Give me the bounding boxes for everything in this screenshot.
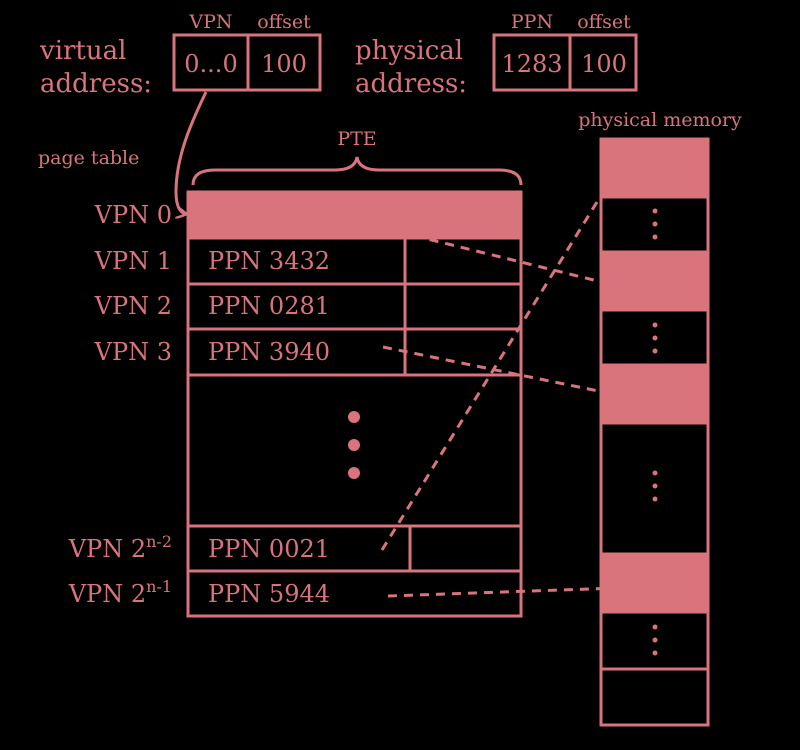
ppn-value: PPN 3940	[208, 338, 330, 366]
vpn-label-exponent: n-2	[146, 532, 172, 551]
virtual-offset-header: offset	[257, 11, 311, 33]
pte-row-0-highlight	[186, 190, 523, 240]
page-table-frame	[186, 190, 523, 618]
page-table-title: page table	[38, 147, 139, 169]
physical-memory-title: physical memory	[578, 109, 742, 131]
vpn-label: VPN 1	[94, 247, 172, 275]
ellipsis-dot	[348, 439, 360, 451]
ppn-value: PPN 0021	[208, 535, 330, 563]
physical-ppn-header: PPN	[511, 11, 553, 33]
memory-ellipsis	[652, 470, 658, 502]
ellipsis-dot	[348, 467, 360, 479]
pte-label: PTE	[337, 128, 376, 150]
vpn-label-exponent: n-1	[146, 577, 172, 596]
virtual-address-label-line2: address:	[40, 69, 152, 99]
pte-brace	[191, 156, 523, 186]
vpn-label: VPN 3	[94, 338, 172, 366]
virtual-offset-field	[246, 33, 322, 92]
virtual-offset-value: 100	[261, 50, 307, 78]
ellipsis-dot	[348, 411, 360, 423]
physical-address-label-line1: physical	[355, 36, 463, 66]
memory-ellipsis	[652, 208, 658, 240]
physical-offset-header: offset	[577, 11, 631, 33]
physical-offset-value: 100	[581, 50, 627, 78]
virtual-vpn-header: VPN	[188, 11, 232, 33]
vpn-label-base: VPN 2	[68, 535, 146, 563]
memory-frame-highlight	[599, 250, 710, 312]
memory-ellipsis	[652, 624, 658, 656]
physical-ppn-value: 1283	[501, 50, 562, 78]
ppn-value: PPN 0281	[208, 292, 330, 320]
ppn-value: PPN 3432	[208, 247, 330, 275]
vpn-label: VPN 2n-1	[68, 577, 172, 608]
vpn-label: VPN 2	[94, 292, 172, 320]
mapping-arrow	[387, 588, 618, 598]
vpn-label: VPN 0	[94, 201, 172, 229]
physical-memory-frame	[599, 137, 710, 727]
mapping-arrow	[382, 226, 618, 286]
vpn-label: VPN 2n-2	[68, 532, 172, 563]
memory-frame-highlight	[599, 363, 710, 425]
virtual-vpn-value: 0...0	[184, 50, 237, 78]
ppn-value: PPN 5944	[208, 580, 330, 608]
vpn-label-base: VPN 2	[68, 580, 146, 608]
physical-address-label-line2: address:	[355, 69, 467, 99]
memory-ellipsis	[652, 322, 658, 354]
virtual-address-label-line1: virtual	[39, 36, 126, 66]
memory-frame-highlight	[599, 552, 710, 614]
vpn-lookup-arrow	[174, 91, 208, 214]
physical-offset-field	[568, 33, 638, 92]
mapping-arrow	[380, 168, 618, 551]
mapping-arrow	[382, 345, 618, 395]
